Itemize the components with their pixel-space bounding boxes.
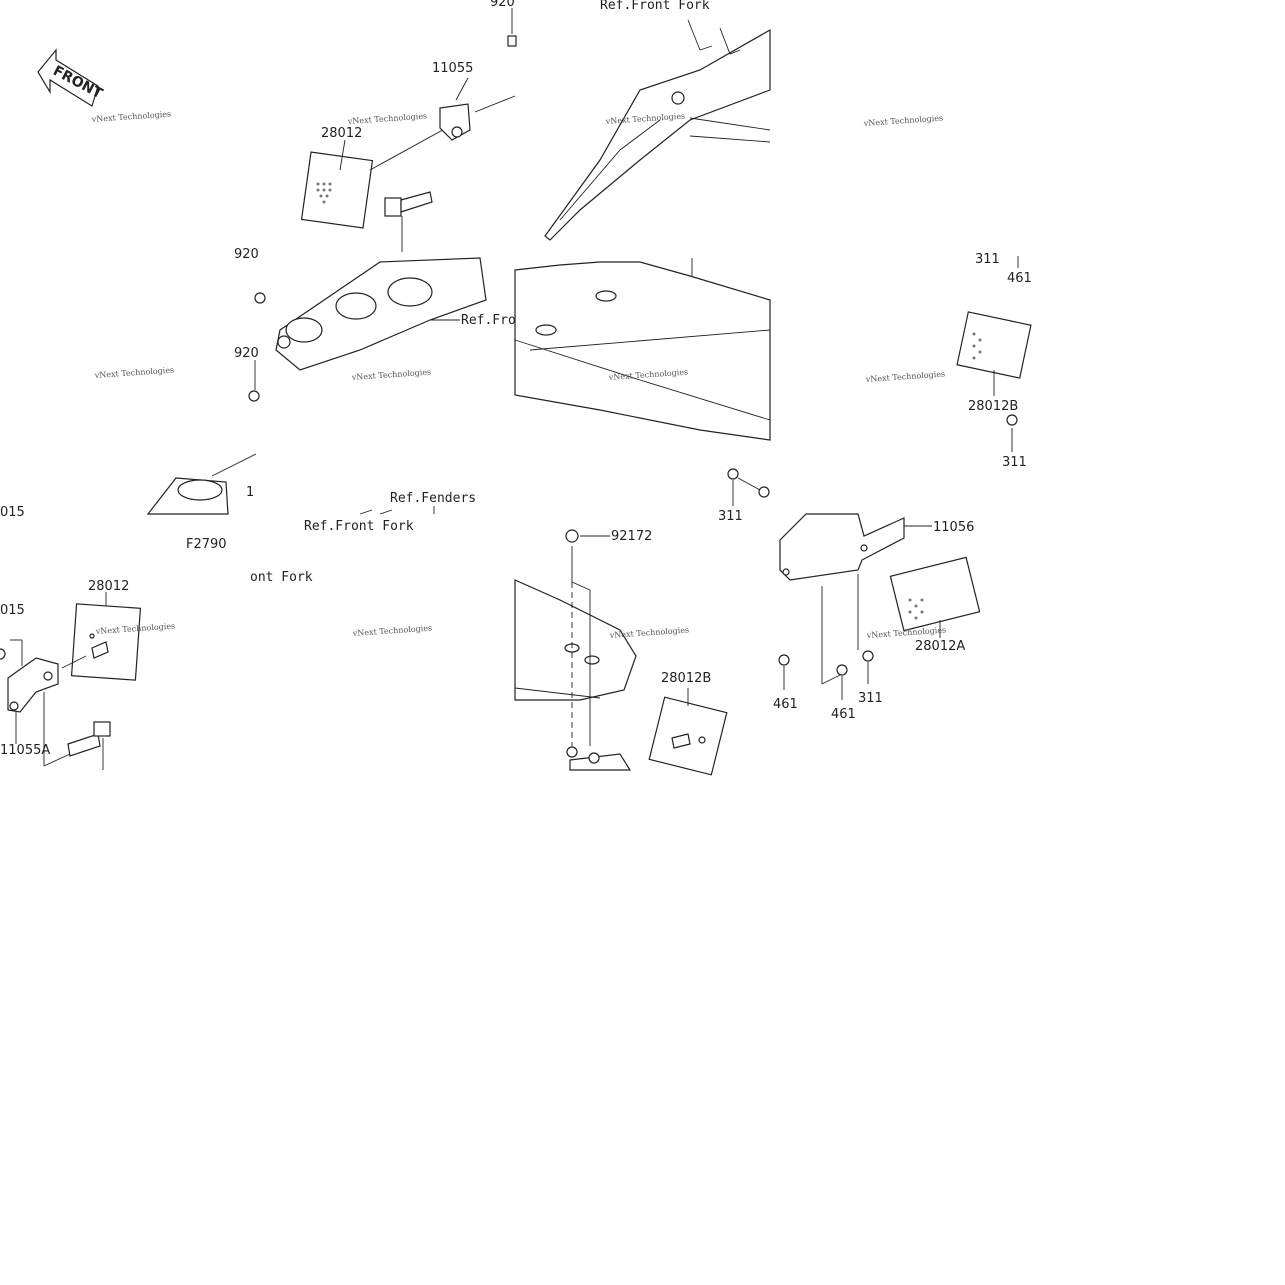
part-461-top: 461 — [1007, 271, 1032, 286]
part-311-low: 311 — [718, 509, 743, 524]
watermark: vNext Technologies — [91, 109, 172, 124]
figure-code: F2790 — [186, 537, 227, 552]
part-28012B-low: 28012B — [661, 671, 711, 686]
tile-triple-clamp — [248, 257, 487, 402]
watermark: vNext Technologies — [347, 111, 428, 126]
part-015-a: 015 — [0, 505, 25, 520]
part-28012A: 28012A — [915, 639, 965, 654]
watermark: vNext Technologies — [352, 623, 433, 638]
part-920-mid-b: 920 — [234, 346, 259, 361]
part-11056: 11056 — [933, 520, 974, 535]
part-28012-top: 28012 — [321, 126, 362, 141]
front-arrow-icon: FRONT — [37, 48, 105, 107]
tile-side-reflector — [956, 256, 1032, 452]
watermark: vNext Technologies — [609, 625, 690, 640]
part-1: 1 — [246, 485, 254, 500]
reflector-grid-icon — [316, 182, 332, 204]
part-920-mid: 920 — [234, 247, 259, 262]
ref-fenders: Ref.Fenders — [390, 491, 476, 506]
ref-front-fork-low: Ref.Front Fork — [304, 519, 414, 534]
tile-rear-reflector — [778, 513, 981, 700]
tile-fork-tube — [146, 453, 257, 515]
part-920-top: 920 — [490, 0, 515, 10]
part-11055: 11055 — [432, 61, 473, 76]
part-11055A: 11055A — [0, 743, 50, 758]
part-92172: 92172 — [611, 529, 652, 544]
part-311-top: 311 — [975, 252, 1000, 267]
part-461-a: 461 — [773, 697, 798, 712]
tile-fork-bracket — [544, 19, 771, 241]
watermark: vNext Technologies — [94, 365, 175, 380]
ref-front-fork-mid: Ref.Fro — [461, 313, 516, 328]
watermark: vNext Technologies — [863, 113, 944, 128]
part-311-mid: 311 — [1002, 455, 1027, 470]
part-461-b: 461 — [831, 707, 856, 722]
part-28012B-right: 28012B — [968, 399, 1018, 414]
part-311-b: 311 — [858, 691, 883, 706]
watermark: vNext Technologies — [351, 367, 432, 382]
ref-front-fork-left: ont Fork — [250, 570, 313, 585]
tile-rear-mudguard — [514, 529, 728, 776]
tile-fender — [514, 258, 771, 441]
watermark: vNext Technologies — [865, 369, 946, 384]
part-28012-left: 28012 — [88, 579, 129, 594]
ref-front-fork-top: Ref.Front Fork — [600, 0, 710, 13]
tile-front-reflector — [300, 8, 517, 252]
part-015-b: 015 — [0, 603, 25, 618]
watermark: vNext Technologies — [866, 625, 947, 640]
tile-left-reflector — [0, 592, 142, 770]
